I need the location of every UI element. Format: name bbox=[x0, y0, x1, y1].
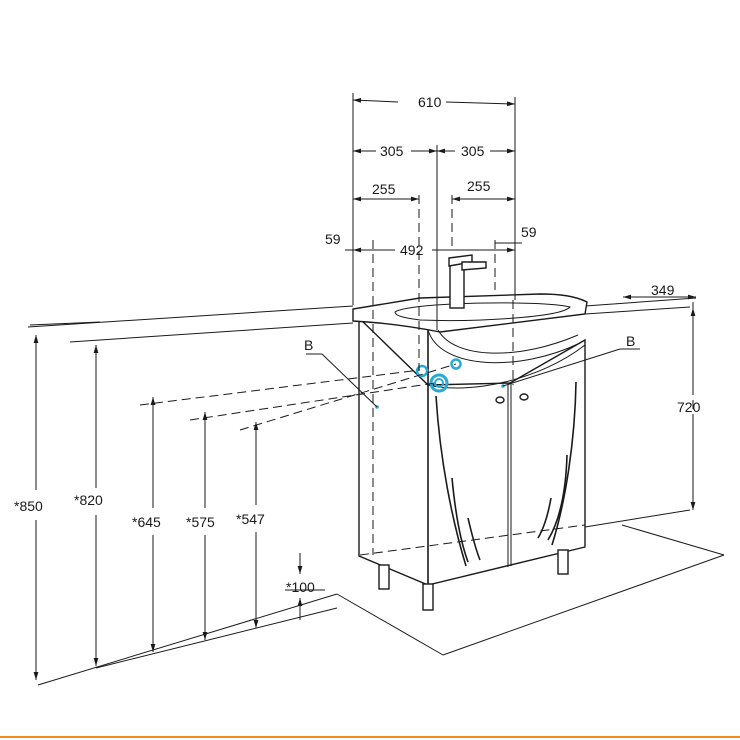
dim-720: 720 bbox=[677, 399, 701, 415]
dim-255-right: 255 bbox=[467, 178, 491, 194]
dim-820: *820 bbox=[74, 492, 103, 508]
dim-305-right: 305 bbox=[461, 143, 485, 159]
dimension-lines bbox=[29, 97, 696, 680]
leader-lines bbox=[306, 348, 640, 408]
faucet-icon bbox=[448, 254, 487, 309]
dashed-guides bbox=[139, 195, 694, 556]
dim-59-left: 59 bbox=[325, 231, 341, 247]
dim-610: 610 bbox=[418, 94, 442, 110]
dim-547: *547 bbox=[236, 511, 265, 527]
dim-492: 492 bbox=[400, 242, 424, 258]
label-b-left: B bbox=[304, 337, 313, 353]
door-decor-left bbox=[435, 395, 481, 567]
dim-255-left: 255 bbox=[372, 181, 396, 197]
dim-575: *575 bbox=[186, 514, 215, 530]
dim-850: *850 bbox=[14, 498, 43, 514]
dim-100: *100 bbox=[286, 579, 315, 595]
dim-59-right: 59 bbox=[521, 224, 537, 240]
dim-349: 349 bbox=[651, 282, 675, 298]
extension-lines bbox=[352, 93, 516, 330]
dim-305-left: 305 bbox=[380, 143, 404, 159]
label-b-right: B bbox=[626, 333, 635, 349]
bottom-orange-rule bbox=[0, 736, 740, 738]
cabinet-legs bbox=[378, 549, 569, 611]
dimension-labels: 610 305 305 255 255 59 59 492 349 720 *8… bbox=[14, 94, 701, 595]
door-knob-icon bbox=[495, 393, 529, 404]
wall-floor-outline bbox=[27, 297, 725, 686]
cabinet-body bbox=[358, 316, 586, 586]
dim-645: *645 bbox=[132, 514, 161, 530]
